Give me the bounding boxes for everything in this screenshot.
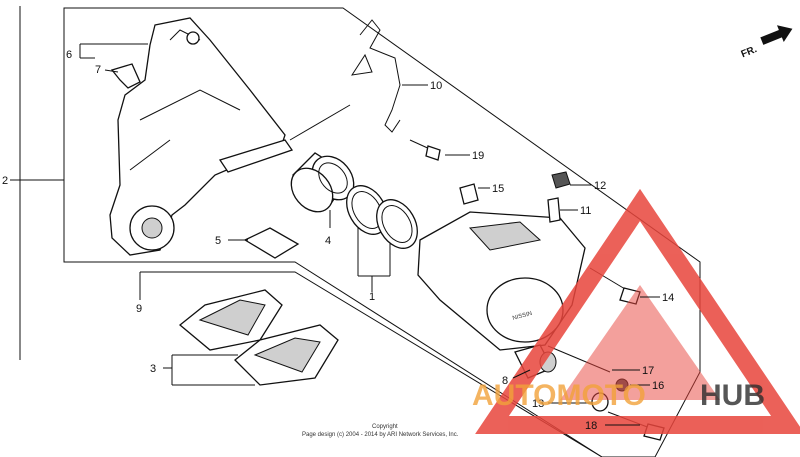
callout-7: 7 (95, 64, 101, 76)
callout-1: 1 (369, 291, 375, 303)
callout-16: 16 (652, 380, 664, 392)
leader-lines (10, 43, 660, 426)
caliper-piston (290, 152, 355, 213)
callout-4: 4 (325, 235, 331, 247)
callout-11: 11 (580, 205, 591, 217)
callout-18: 18 (585, 420, 597, 432)
brake-pads (178, 289, 339, 386)
mounting-bolt (409, 139, 441, 161)
callout-10: 10 (430, 80, 442, 92)
caliper-body: NISSIN (417, 211, 586, 351)
svg-text:NISSIN: NISSIN (512, 311, 533, 322)
pad-set-outline (140, 271, 603, 457)
callout-8: 8 (502, 375, 508, 387)
direction-label: FR. (740, 44, 759, 60)
callout-15: 15 (492, 183, 504, 195)
callout-5: 5 (215, 235, 221, 247)
caliper-set-outline (19, 290, 21, 300)
watermark-text-a: AUTOMOTO (472, 379, 646, 412)
piston-seals (346, 185, 418, 249)
callout-3: 3 (150, 363, 156, 375)
callout-2: 2 (2, 175, 8, 187)
callout-13: 13 (532, 398, 544, 410)
bleeder-plug (459, 183, 479, 205)
bleeder-valve (547, 197, 561, 223)
arrow-right-icon (760, 25, 793, 45)
callout-9: 9 (136, 303, 142, 315)
callout-14: 14 (662, 292, 674, 304)
watermark-text-b: HUB (700, 379, 765, 412)
retainer-clip (110, 63, 141, 89)
copyright-notice: Page design (c) 2004 - 2014 by ARI Netwo… (302, 432, 459, 438)
callout-labels: 1 2 3 4 5 6 7 8 9 10 11 12 13 14 15 16 1… (2, 49, 674, 432)
callout-6: 6 (66, 49, 72, 61)
callout-19: 19 (472, 150, 484, 162)
pad-spring (350, 19, 401, 133)
callout-17: 17 (642, 365, 654, 377)
caliper-bracket (109, 17, 294, 256)
front-direction-indicator: FR. (740, 25, 793, 60)
assembly-outline (63, 7, 701, 457)
pad-pin (243, 227, 300, 259)
bleeder-cap (551, 171, 571, 189)
callout-12: 12 (594, 180, 606, 192)
copyright-heading: Copyright (372, 424, 398, 430)
